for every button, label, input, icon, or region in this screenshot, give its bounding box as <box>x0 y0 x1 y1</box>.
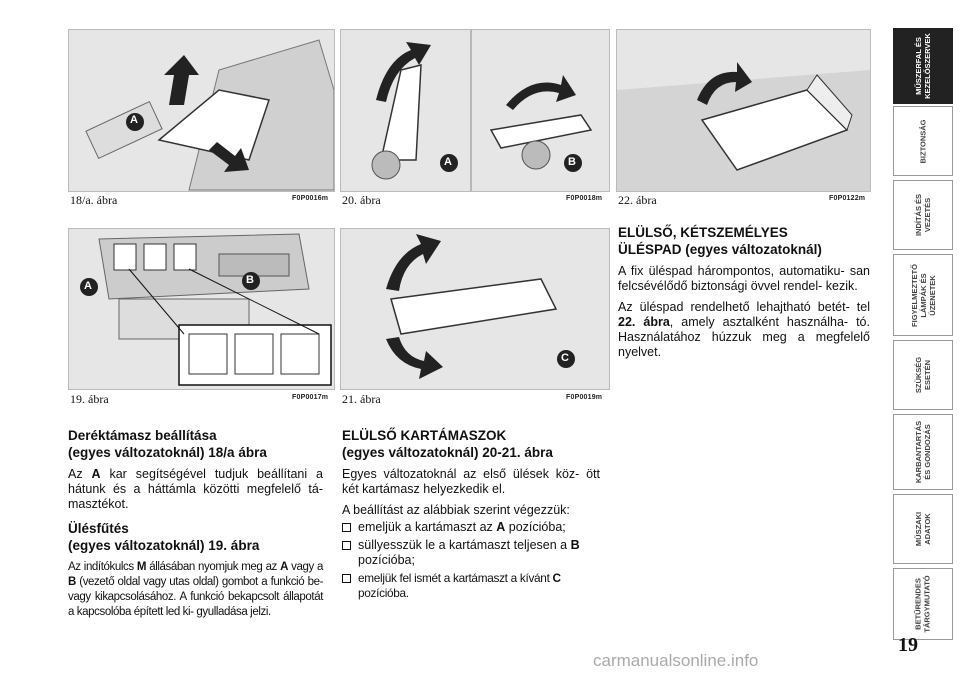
checkbox-bullet-icon <box>342 541 351 550</box>
heading-lumbar-title: Deréktámasz beállítása <box>68 428 217 443</box>
text: pozícióba; <box>358 553 415 567</box>
text-bold: M <box>136 561 147 573</box>
heading-seat-heating-sub: (egyes változatoknál) 19. ábra <box>68 538 260 553</box>
figure-21: C <box>340 228 610 390</box>
heading-armrest-sub: (egyes változatoknál) 20-21. ábra <box>342 445 553 460</box>
figure-caption: 22. ábra <box>618 193 657 207</box>
tab-dashboard[interactable]: MŰSZERFAL ÉS KEZELŐSZERVEK <box>893 28 953 104</box>
figure-22-illustration <box>617 30 870 191</box>
text-bold: B <box>570 538 580 552</box>
figure-code: F0P0016m <box>292 195 329 202</box>
text-bold: 22. ábra <box>618 315 670 329</box>
armrest-steps: emeljük a kartámaszt az A pozícióba; sül… <box>342 520 600 601</box>
text: emeljük fel ismét a kartámaszt a kívánt <box>358 571 550 585</box>
figure-label-a: A <box>84 280 92 292</box>
watermark: carmanualsonline.info <box>593 651 759 670</box>
checkbox-bullet-icon <box>342 523 351 532</box>
tab-label: KARBANTARTÁS ÉS GONDOZÁS <box>914 420 933 484</box>
text: , amely asztalként használha- tó. Haszná… <box>618 315 870 359</box>
text-bold: A <box>496 520 506 534</box>
heading-bench-title: ELÜLSŐ, KÉTSZEMÉLYES <box>618 225 788 240</box>
text-bold: A <box>280 561 288 573</box>
figure-22 <box>616 29 871 192</box>
text-bold: C <box>552 571 562 585</box>
figure-caption: 20. ábra <box>342 193 381 207</box>
paragraph-seat-heating: Az indítókulcs M állásában nyomjuk meg a… <box>68 560 323 620</box>
heading-bench-title-2: ÜLÉSPAD <box>618 242 682 257</box>
figure-18a: A <box>68 29 335 192</box>
text: (vezető oldal vagy utas oldal) gombot a … <box>68 576 324 618</box>
text: állásában nyomjuk meg az <box>149 561 277 573</box>
tab-label: FIGYELMEZTETŐ LÁMPÁK ÉS ÜZENETEK <box>909 263 937 327</box>
heading-bench: ELÜLSŐ, KÉTSZEMÉLYES ÜLÉSPAD (egyes vált… <box>618 224 870 258</box>
tab-label: BIZTONSÁG <box>918 118 928 164</box>
text: Az üléspad rendelhető lehajtható betét- … <box>618 300 870 314</box>
figure-19-illustration <box>69 229 334 389</box>
figure-label-b: B <box>568 156 576 168</box>
checkbox-bullet-icon <box>342 574 351 583</box>
text: süllyesszük le a kartámaszt teljesen a <box>358 538 568 552</box>
tab-maintenance[interactable]: KARBANTARTÁS ÉS GONDOZÁS <box>893 414 953 490</box>
text: Az indítókulcs <box>68 561 134 573</box>
figure-caption: 21. ábra <box>342 392 381 406</box>
list-item: emeljük fel ismét a kartámaszt a kívánt … <box>342 571 600 601</box>
figure-19: A B <box>68 228 335 390</box>
figure-label-a: A <box>444 156 452 168</box>
paragraph-armrest-setup: A beállítást az alábbiak szerint végezzü… <box>342 503 570 517</box>
tab-label: SZÜKSÉG ESETÉN <box>913 356 932 394</box>
paragraph-lumbar: Az A kar segítségével tudjuk beállítani … <box>68 467 323 512</box>
text: emeljük a kartámaszt az <box>358 520 493 534</box>
figure-code: F0P0017m <box>292 394 329 401</box>
column-3: ELÜLSŐ, KÉTSZEMÉLYES ÜLÉSPAD (egyes vált… <box>618 224 870 366</box>
text: pozícióba. <box>358 586 409 600</box>
paragraph-bench-belt: A fix ülés­pad hárompontos, automatiku- … <box>618 264 870 293</box>
page-number: 19 <box>898 634 918 656</box>
figure-21-illustration <box>341 229 609 389</box>
tab-safety[interactable]: BIZTONSÁG <box>893 106 953 176</box>
heading-lumbar: Deréktámasz beállítása (egyes változatok… <box>68 427 323 461</box>
paragraph-bench-table: Az üléspad rendelhető lehajtható betét- … <box>618 300 870 360</box>
column-1: Deréktámasz beállítása (egyes változatok… <box>68 427 323 626</box>
figure-caption: 18/a. ábra <box>70 193 118 207</box>
heading-seat-heating-title: Ülésfűtés <box>68 521 129 536</box>
figure-18a-illustration <box>69 30 334 191</box>
text: pozícióba; <box>508 520 566 534</box>
list-item: süllyesszük le a kartámaszt teljesen a B… <box>342 538 600 568</box>
tab-label: MŰSZAKI ADATOK <box>913 511 932 547</box>
tab-emergency[interactable]: SZÜKSÉG ESETÉN <box>893 340 953 410</box>
figure-label-b: B <box>246 274 254 286</box>
figure-label-c: C <box>561 352 569 364</box>
tab-starting-driving[interactable]: INDÍTÁS ÉS VEZETÉS <box>893 180 953 250</box>
paragraph-armrest-intro: Egyes változatoknál az első ülések köz- … <box>342 467 600 496</box>
figure-20-illustration <box>341 30 609 191</box>
text: vagy a <box>291 561 324 573</box>
figure-code: F0P0018m <box>566 195 603 202</box>
heading-seat-heating: Ülésfűtés (egyes változatoknál) 19. ábra <box>68 520 323 554</box>
tab-warning-lights[interactable]: FIGYELMEZTETŐ LÁMPÁK ÉS ÜZENETEK <box>893 254 953 336</box>
text-bold: B <box>68 576 76 588</box>
text: kar segítségével tudjuk beállítani a hát… <box>68 467 323 511</box>
heading-armrest-title: ELÜLSŐ KARTÁMASZOK <box>342 428 507 443</box>
figure-label-a: A <box>130 114 138 126</box>
text-bold: A <box>91 467 101 481</box>
heading-bench-sub: (egyes változatoknál) <box>685 242 822 257</box>
tab-technical-data[interactable]: MŰSZAKI ADATOK <box>893 494 953 564</box>
figure-caption: 19. ábra <box>70 392 109 406</box>
figure-20: A B <box>340 29 610 192</box>
text: Az <box>68 467 83 481</box>
chapter-tabs: MŰSZERFAL ÉS KEZELŐSZERVEK BIZTONSÁG IND… <box>893 28 960 640</box>
figure-code: F0P0122m <box>829 195 866 202</box>
figure-code: F0P0019m <box>566 394 603 401</box>
tab-index[interactable]: BETŰRENDES TÁRGYMUTATÓ <box>893 568 953 640</box>
list-item: emeljük a kartámaszt az A pozícióba; <box>342 520 600 535</box>
tab-label: INDÍTÁS ÉS VEZETÉS <box>914 193 932 237</box>
column-2: ELÜLSŐ KARTÁMASZOK (egyes változatoknál)… <box>342 427 600 604</box>
tab-label: BETŰRENDES TÁRGYMUTATÓ <box>914 575 932 633</box>
heading-armrest: ELÜLSŐ KARTÁMASZOK (egyes változatoknál)… <box>342 427 600 461</box>
tab-label: MŰSZERFAL ÉS KEZELŐSZERVEK <box>914 33 932 99</box>
heading-lumbar-sub: (egyes változatoknál) 18/a ábra <box>68 445 267 460</box>
